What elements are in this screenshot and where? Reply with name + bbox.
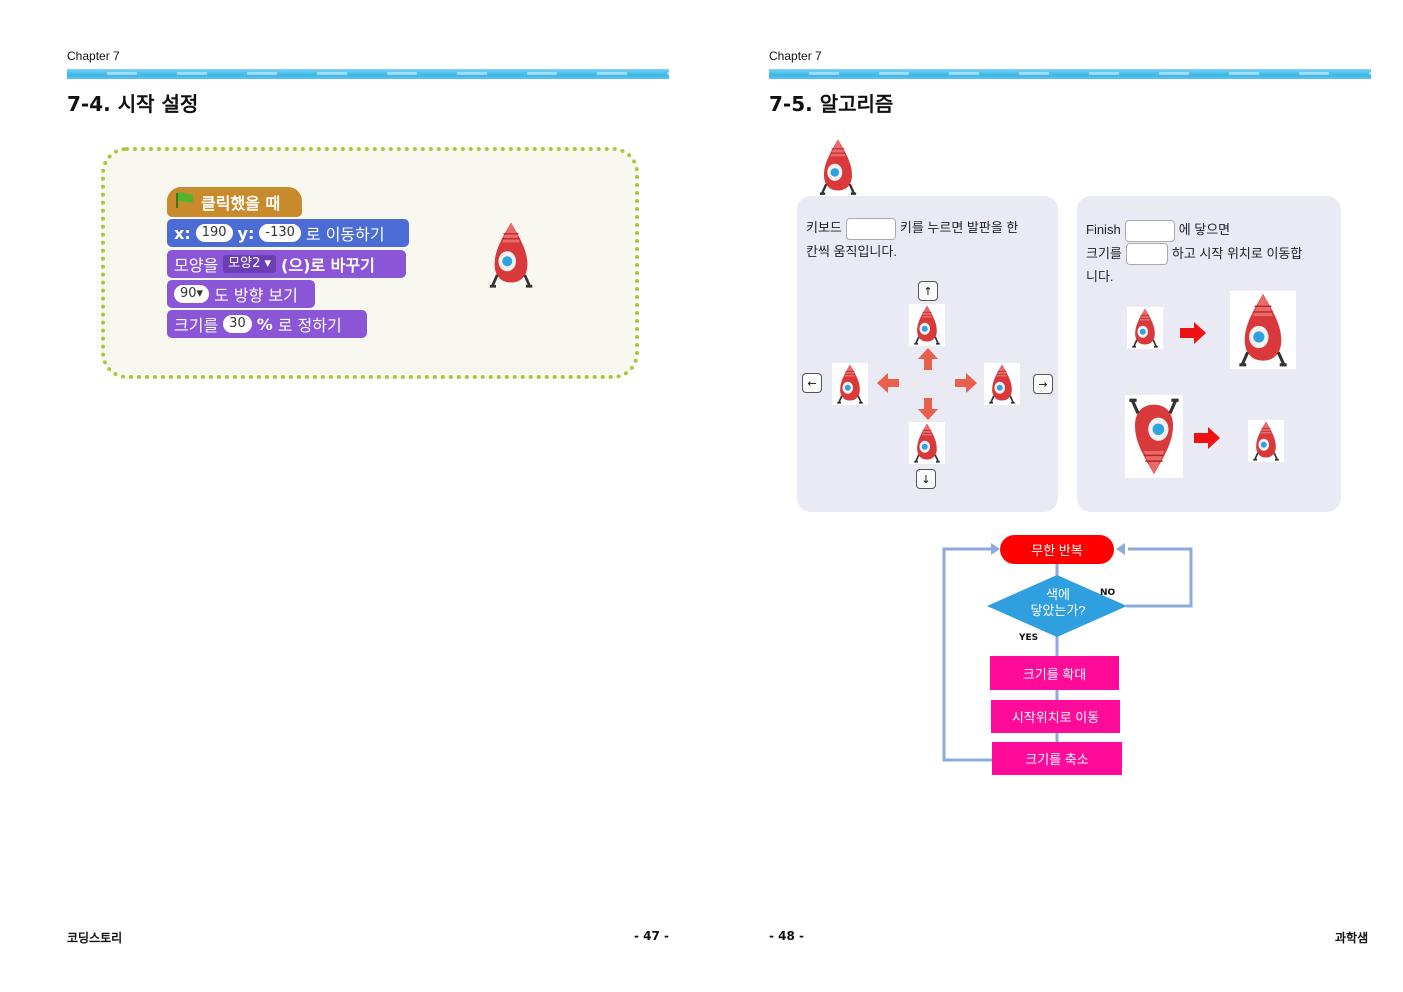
chapter-header-bar [769, 69, 1371, 79]
flow-step-enlarge: 크기를 확대 [990, 656, 1119, 690]
flowchart-connectors [942, 543, 1193, 762]
x-value-input[interactable]: 190 [195, 224, 233, 242]
down-arrow-key-icon: ↓ [916, 469, 936, 489]
red-arrow-right-icon [1194, 427, 1220, 449]
size-prefix: 크기를 [174, 316, 219, 335]
finish-text-a: Finish [1086, 222, 1121, 237]
direction-value: 90 [180, 286, 197, 301]
keyboard-instruction: 키보드 키를 누르면 발판을 한 칸씩 움직입니다. [806, 216, 1056, 263]
section-title: 7-4. 시작 설정 [67, 92, 199, 116]
right-arrow-key-icon: → [1033, 374, 1053, 394]
rocket-sprite-icon [1125, 395, 1183, 478]
size-value-input[interactable]: 30 [223, 315, 252, 333]
keyboard-text-b: 키를 누르면 발판을 한 [899, 220, 1019, 235]
small-sprite [1248, 420, 1284, 462]
key-blank-box[interactable] [845, 217, 896, 240]
dropdown-arrow-icon: ▾ [264, 256, 272, 271]
finish-blank-box[interactable] [1124, 219, 1175, 242]
set-size-block[interactable]: 크기를 30 % 로 정하기 [167, 310, 367, 338]
left-page: Chapter 7 7-4. 시작 설정 클릭했을 때 x: 190 y: -1… [0, 0, 700, 992]
chapter-header-bar [67, 69, 669, 79]
costume-suffix: (으)로 바꾸기 [281, 256, 375, 275]
go-to-xy-block[interactable]: x: 190 y: -130 로 이동하기 [167, 219, 409, 247]
dropdown-arrow-icon: ▾ [196, 286, 204, 301]
flow-step-shrink: 크기를 축소 [992, 742, 1122, 775]
flow-loop-node: 무한 반복 [1000, 535, 1114, 564]
arrow-right-icon [955, 373, 977, 393]
rocket-sprite-icon [815, 137, 861, 197]
finish-panel [1077, 196, 1341, 512]
finish-text-c: 크기를 [1086, 245, 1122, 261]
large-flipped-sprite [1125, 395, 1183, 478]
flow-yes-label: YES [1019, 633, 1039, 643]
decision-line2: 닿았는가? [1030, 603, 1086, 618]
size-suffix: 로 정하기 [277, 316, 342, 335]
chapter-label: Chapter 7 [67, 49, 120, 63]
y-label: y: [237, 223, 255, 243]
direction-suffix: 도 방향 보기 [214, 286, 298, 305]
finish-text-b: 에 닿으면 [1178, 222, 1231, 237]
x-label: x: [174, 223, 191, 243]
hat-block-label: 클릭했을 때 [201, 194, 281, 213]
rocket-sprite-icon [1230, 291, 1296, 369]
page-number: - 48 - [769, 929, 805, 943]
decision-line1: 색에 [1046, 587, 1070, 602]
left-arrow-key-icon: ← [802, 373, 822, 393]
y-value-input[interactable]: -130 [259, 224, 301, 242]
sprite-left [832, 363, 868, 405]
rocket-sprite-icon [486, 219, 536, 291]
page-number: - 47 - [634, 929, 670, 943]
flow-no-label: NO [1100, 588, 1116, 598]
rocket-sprite-icon [1127, 307, 1163, 349]
rocket-sprite-icon [832, 363, 868, 405]
go-to-suffix: 로 이동하기 [305, 225, 385, 244]
size-unit: % [256, 314, 273, 334]
arrow-down-icon [918, 398, 938, 420]
chapter-label: Chapter 7 [769, 49, 822, 63]
keyboard-text-c: 칸씩 움직입니다. [806, 243, 897, 259]
arrow-left-icon [877, 373, 899, 393]
green-flag-icon [174, 191, 196, 213]
point-direction-block[interactable]: 90▾ 도 방향 보기 [167, 280, 315, 308]
footer-author: 과학샘 [1335, 931, 1369, 945]
red-arrow-right-icon [1180, 322, 1206, 344]
large-sprite [1230, 291, 1296, 369]
finish-text-d: 하고 시작 위치로 이동합 [1171, 245, 1303, 261]
costume-dropdown-value: 모양2 [228, 256, 261, 271]
small-sprite [1127, 307, 1163, 349]
flow-decision-node: 색에 닿았는가? [1010, 587, 1106, 619]
flow-step-move-start: 시작위치로 이동 [991, 700, 1120, 733]
rocket-sprite-icon [1248, 420, 1284, 462]
costume-dropdown[interactable]: 모양2 ▾ [223, 255, 277, 273]
finish-instruction: Finish 에 닿으면 크기를 하고 시작 위치로 이동합 니다. [1086, 218, 1336, 288]
rocket-sprite-icon [909, 422, 945, 464]
keyboard-text-a: 키보드 [806, 220, 842, 235]
scratch-script-panel: 클릭했을 때 x: 190 y: -130 로 이동하기 모양을 모양2 ▾ (… [101, 147, 639, 379]
rocket-sprite-icon [909, 304, 945, 346]
finish-text-e: 니다. [1086, 269, 1114, 285]
right-page: Chapter 7 7-5. 알고리즘 [702, 0, 1402, 992]
rocket-sprite-icon [984, 363, 1020, 405]
sprite-right [984, 363, 1020, 405]
up-arrow-key-icon: ↑ [918, 281, 938, 301]
size-blank-box[interactable] [1125, 243, 1168, 266]
switch-costume-block[interactable]: 모양을 모양2 ▾ (으)로 바꾸기 [167, 250, 406, 278]
sprite-up [909, 304, 945, 346]
direction-dropdown[interactable]: 90▾ [174, 285, 210, 303]
arrow-up-icon [918, 348, 938, 370]
footer-publisher: 코딩스토리 [67, 931, 123, 945]
section-title: 7-5. 알고리즘 [769, 92, 894, 116]
sprite-down [909, 422, 945, 464]
costume-prefix: 모양을 [174, 256, 219, 275]
when-flag-clicked-block[interactable]: 클릭했을 때 [167, 187, 302, 217]
